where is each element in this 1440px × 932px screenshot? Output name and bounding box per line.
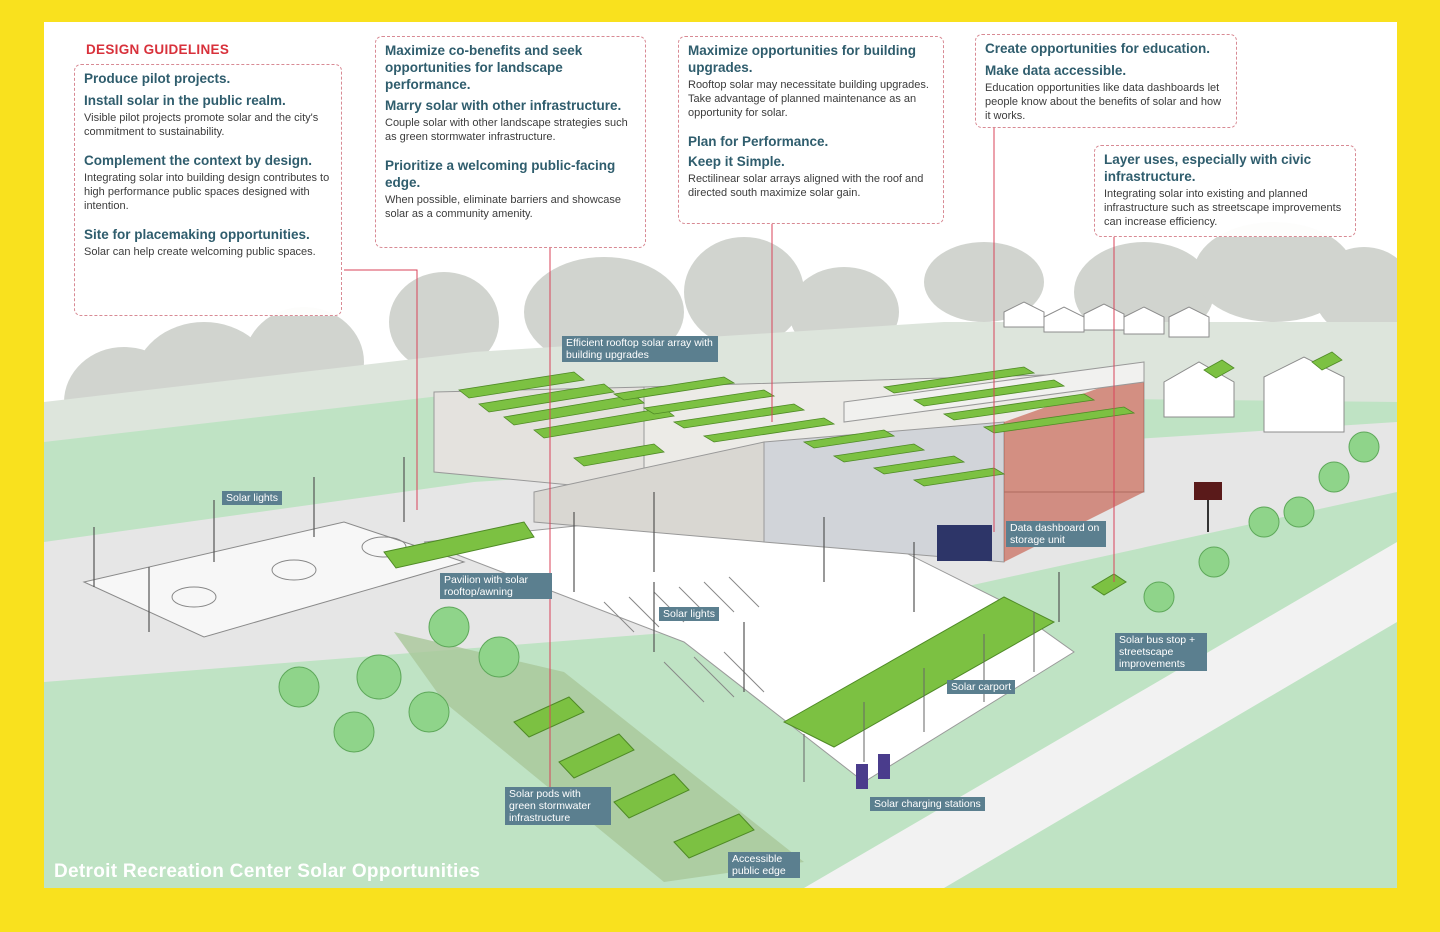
guideline-heading: Marry solar with other infrastructure. <box>385 98 622 113</box>
guideline-box-education: Create opportunities for education. Make… <box>975 34 1237 128</box>
label-data-dashboard: Data dashboard on storage unit <box>1006 521 1106 547</box>
label-solar-lights: Solar lights <box>659 607 719 621</box>
bus-stop-roof <box>1091 573 1127 596</box>
charging-station <box>856 764 868 789</box>
pavilion-roof <box>383 521 535 569</box>
label-pavilion: Pavilion with solar rooftop/awning <box>440 573 552 599</box>
guideline-heading: Plan for Performance. <box>688 134 829 149</box>
guideline-heading: Create opportunities for education. <box>985 41 1211 56</box>
label-accessible-edge: Accessible public edge <box>728 852 800 878</box>
illustration-canvas: DESIGN GUIDELINES Produce pilot projects… <box>44 22 1397 888</box>
guideline-heading: Install solar in the public realm. <box>84 93 286 108</box>
guideline-text: Integrating solar into existing and plan… <box>1104 188 1342 228</box>
house-solar <box>1203 351 1343 379</box>
label-solar-lights: Solar lights <box>222 491 282 505</box>
rooftop-solar-arrays <box>458 366 1136 487</box>
guideline-box-building-upgrades: Maximize opportunities for building upgr… <box>678 36 944 224</box>
guideline-box-layer-uses: Layer uses, especially with civic infras… <box>1094 145 1356 237</box>
label-bus-stop: Solar bus stop + streetscape improvement… <box>1115 633 1207 671</box>
basketball-courts <box>82 521 466 638</box>
guideline-text: Visible pilot projects promote solar and… <box>84 112 319 138</box>
guideline-text: Couple solar with other landscape strate… <box>385 117 628 143</box>
digital-sign <box>1194 482 1222 500</box>
guideline-text: Education opportunities like data dashbo… <box>985 82 1222 122</box>
guideline-text: Integrating solar into building design c… <box>84 172 330 212</box>
guideline-heading: Complement the context by design. <box>84 153 313 168</box>
design-guidelines-title: DESIGN GUIDELINES <box>86 42 230 57</box>
label-charging-stations: Solar charging stations <box>870 797 985 811</box>
guideline-text: Rectilinear solar arrays aligned with th… <box>688 173 924 199</box>
guideline-heading: Keep it Simple. <box>688 154 785 169</box>
illustration-title: Detroit Recreation Center Solar Opportun… <box>54 861 481 882</box>
trees <box>278 431 1380 753</box>
guideline-heading: Site for placemaking opportunities. <box>84 227 310 242</box>
guideline-text: Rooftop solar may necessitate building u… <box>688 79 929 119</box>
guideline-heading: Maximize co-benefits and seek opportunit… <box>385 43 583 92</box>
label-rooftop-solar: Efficient rooftop solar array with build… <box>562 336 718 362</box>
court-markings <box>171 536 407 608</box>
guideline-heading: Prioritize a welcoming public-facing edg… <box>385 158 616 190</box>
guideline-box-landscape: Maximize co-benefits and seek opportunit… <box>375 36 646 248</box>
solar-pods <box>513 696 755 859</box>
guideline-heading: Maximize opportunities for building upgr… <box>688 43 916 75</box>
guideline-text: When possible, eliminate barriers and sh… <box>385 194 622 220</box>
guideline-heading: Make data accessible. <box>985 63 1127 78</box>
carport-roof <box>782 596 1056 748</box>
solar-light-poles <box>93 457 1060 692</box>
guideline-heading: Produce pilot projects. <box>84 71 231 86</box>
label-solar-pods: Solar pods with green stormwater infrast… <box>505 787 611 825</box>
leader-lines <box>344 126 1115 818</box>
guideline-heading: Layer uses, especially with civic infras… <box>1104 152 1312 184</box>
label-carport: Solar carport <box>947 680 1016 694</box>
storage-unit <box>937 525 992 561</box>
guideline-box-placemaking: Produce pilot projects. Install solar in… <box>74 64 342 316</box>
guideline-text: Solar can help create welcoming public s… <box>84 246 316 258</box>
charging-station <box>878 754 890 779</box>
